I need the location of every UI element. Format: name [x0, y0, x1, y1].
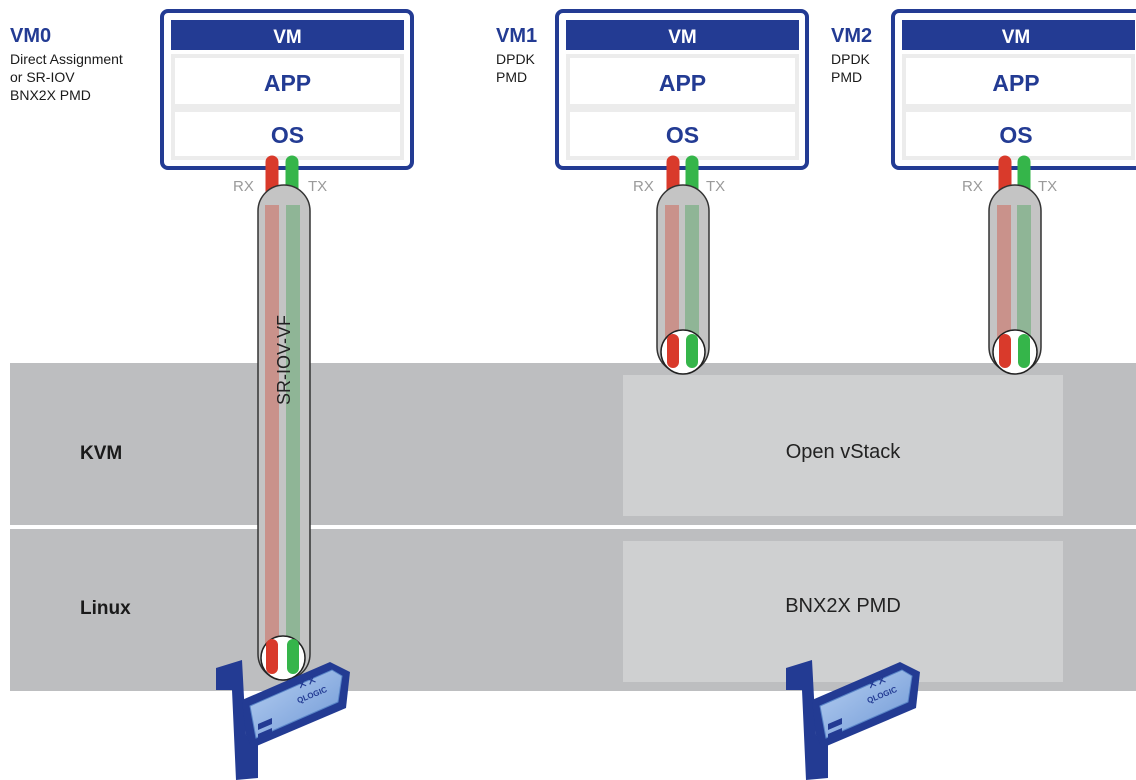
- vm1-rx-label: RX: [633, 178, 654, 195]
- vm0-header-bar: [171, 20, 404, 50]
- vm1-box: VM APP OS: [555, 9, 809, 170]
- vm1-header-label: VM: [668, 27, 697, 48]
- vm0-tx-label: TX: [308, 178, 327, 195]
- open-vstack-label: Open vStack: [786, 441, 902, 463]
- vm2-os-label: OS: [999, 122, 1032, 148]
- vm2-header-label: VM: [1002, 27, 1031, 48]
- vm2-rx-label: RX: [962, 178, 983, 195]
- bnx2x-pmd-label: BNX2X PMD: [785, 595, 901, 617]
- vm0-rx-label: RX: [233, 178, 254, 195]
- vm1-desc-line1: DPDK: [496, 51, 536, 67]
- bnx2x-pmd-box: [623, 541, 1063, 682]
- vm2-tube: [988, 184, 1042, 375]
- nic-card-sriov: ✕✕ QLOGIC: [216, 660, 350, 780]
- vm0-title: VM0: [10, 25, 51, 47]
- vm0-desc-line2: or SR-IOV: [10, 69, 75, 85]
- vm0-desc-line1: Direct Assignment: [10, 51, 123, 67]
- vm0-os-label: OS: [271, 122, 304, 148]
- vm1-header-bar: [566, 20, 799, 50]
- sriov-vf-label: SR-IOV-VF: [274, 315, 294, 405]
- open-vstack-box: [623, 375, 1063, 516]
- vm1-app-label: APP: [659, 70, 706, 96]
- vm0-desc-line3: BNX2X PMD: [10, 87, 91, 103]
- vm0-header-label: VM: [273, 27, 302, 48]
- kvm-label: KVM: [80, 443, 122, 464]
- nic-logo-mark-2: ✕✕: [865, 672, 889, 693]
- vm2-app-label: APP: [992, 70, 1039, 96]
- sriov-vf-tube: [257, 184, 311, 681]
- vm2-header-bar: [902, 20, 1135, 50]
- vm1-desc-line2: PMD: [496, 69, 527, 85]
- vm1-os-label: OS: [666, 122, 699, 148]
- linux-label: Linux: [80, 598, 131, 619]
- vm0-box: VM APP OS: [160, 9, 414, 170]
- vm1-tube: [656, 184, 710, 375]
- nic-card-dpdk: ✕✕ QLOGIC: [786, 660, 920, 780]
- nic-logo-mark: ✕✕: [295, 672, 319, 693]
- vm2-tx-label: TX: [1038, 178, 1057, 195]
- vm2-title: VM2: [831, 25, 872, 47]
- vm0-app-label: APP: [264, 70, 311, 96]
- vm2-desc-line1: DPDK: [831, 51, 871, 67]
- vm1-tx-label: TX: [706, 178, 725, 195]
- vm2-box: VM APP OS: [891, 9, 1136, 170]
- vm1-title: VM1: [496, 25, 537, 47]
- layer-divider: [10, 525, 1136, 529]
- vm2-desc-line2: PMD: [831, 69, 862, 85]
